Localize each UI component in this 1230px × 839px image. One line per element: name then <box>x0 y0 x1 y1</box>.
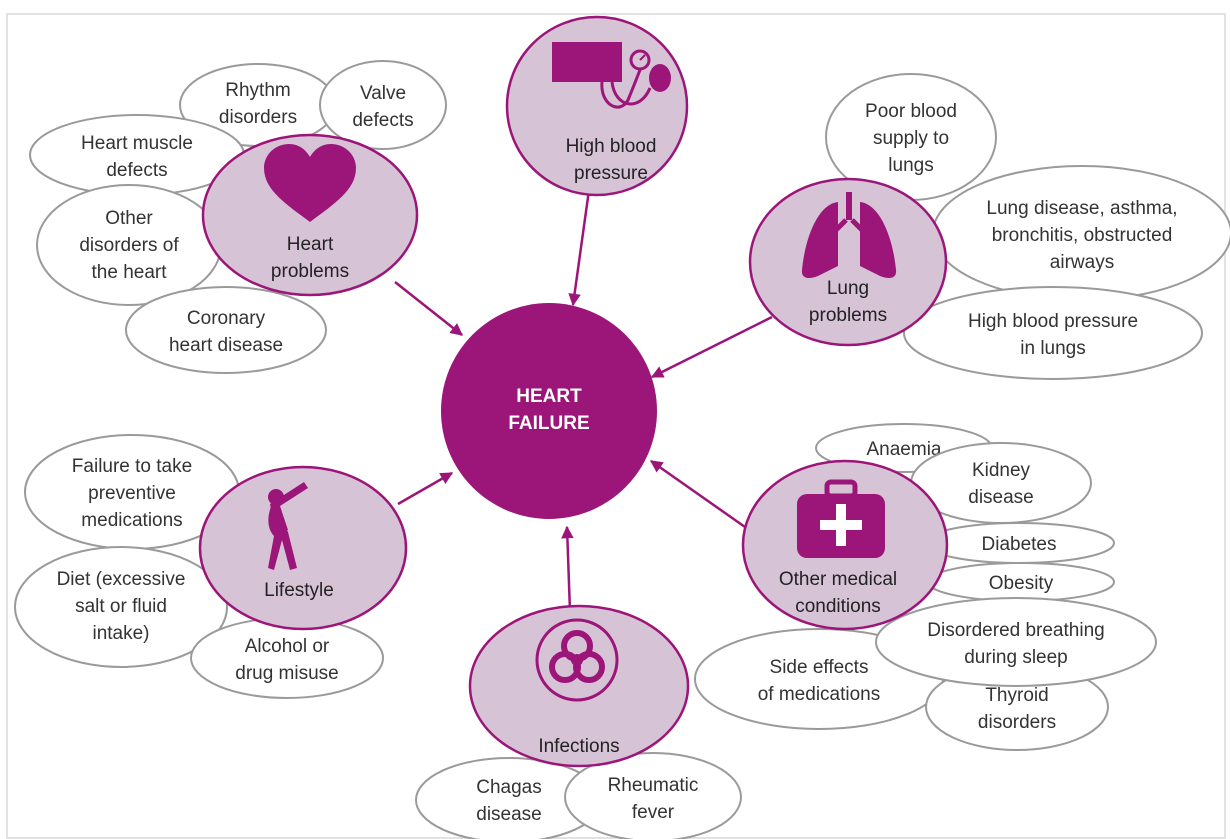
svg-text:Diabetes: Diabetes <box>982 534 1057 555</box>
arrows <box>394 189 773 613</box>
svg-text:Infections: Infections <box>538 736 619 757</box>
lungs-icon <box>801 192 897 278</box>
arrow-high-blood-pressure <box>568 189 591 307</box>
svg-text:Anaemia: Anaemia <box>867 439 942 460</box>
leaf-obesity: Obesity <box>927 562 1115 602</box>
blood-pressure-monitor-icon <box>552 42 671 109</box>
arrow-other-conditions <box>649 459 746 529</box>
arrow-infections <box>561 525 574 613</box>
category-lifestyle: Lifestyle <box>198 465 408 631</box>
arrow-lifestyle <box>397 471 454 506</box>
svg-text:Obesity: Obesity <box>989 573 1054 594</box>
leaf-lung-disease-asthma: Lung disease, asthma,bronchitis, obstruc… <box>932 165 1230 301</box>
heart-icon <box>264 144 356 222</box>
category-infections: Infections <box>468 604 690 768</box>
svg-text:Lifestyle: Lifestyle <box>264 580 334 601</box>
stretching-person-icon <box>268 482 308 570</box>
biohazard-icon <box>535 618 619 702</box>
arrow-heart-problems <box>394 281 463 336</box>
first-aid-kit-icon <box>797 479 885 558</box>
arrow-lung-problems <box>650 315 773 379</box>
svg-text:Lung disease, asthma,bronchiti: Lung disease, asthma,bronchitis, obstruc… <box>986 198 1177 273</box>
leaf-diabetes: Diabetes <box>923 522 1115 564</box>
